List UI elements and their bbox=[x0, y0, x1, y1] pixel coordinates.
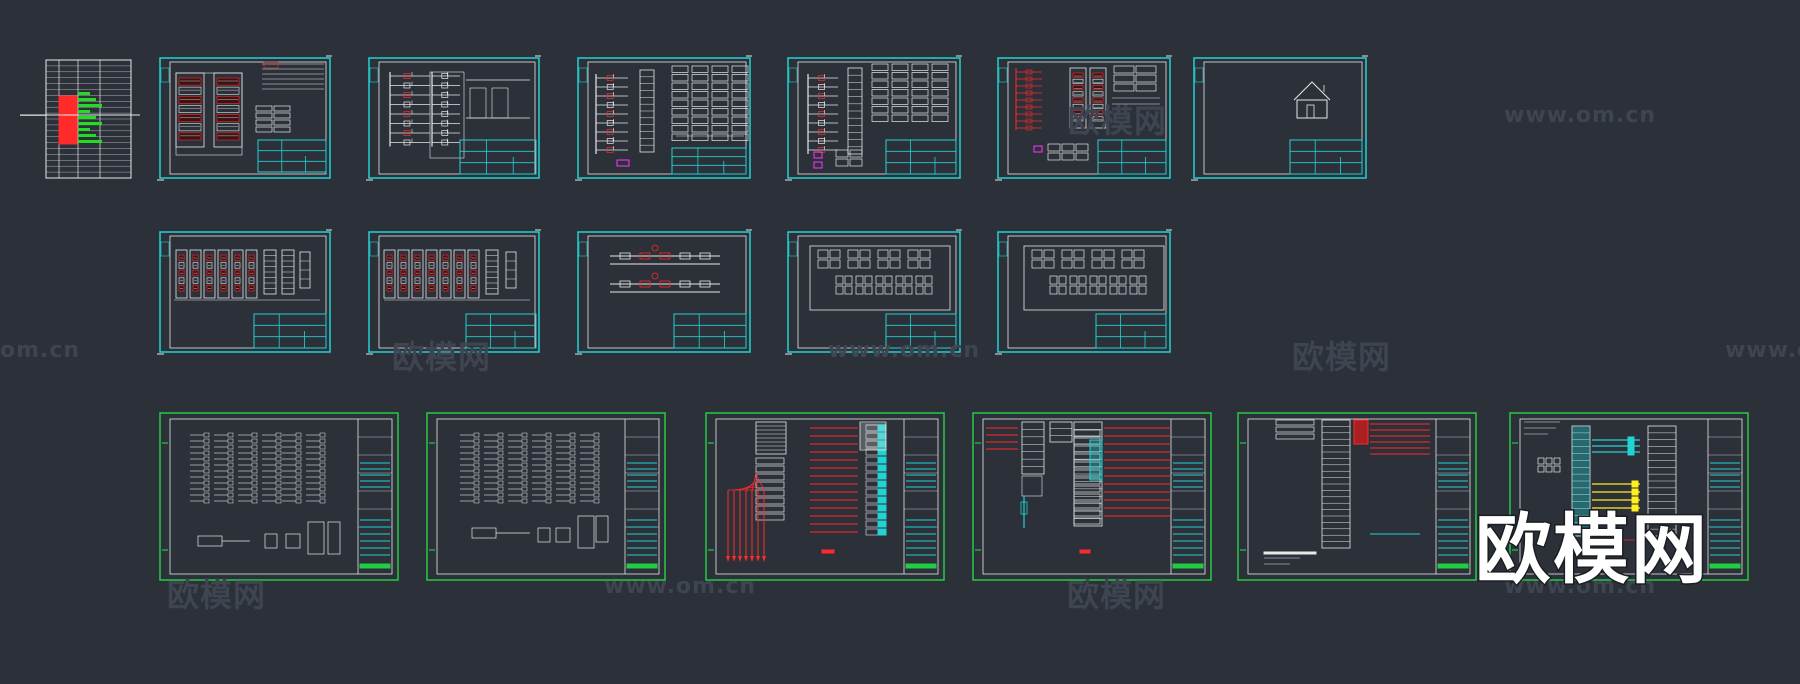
sheet-a3-system-1[interactable] bbox=[705, 412, 945, 581]
sheet-a3-system-2[interactable] bbox=[972, 412, 1212, 581]
sheet-a3-terminal-1[interactable] bbox=[159, 412, 399, 581]
sheet-site-plan[interactable] bbox=[1191, 55, 1368, 181]
sheet-control-circuit[interactable] bbox=[575, 229, 752, 355]
sheet-single-line-1[interactable] bbox=[366, 55, 541, 181]
sheet-single-line-2[interactable] bbox=[575, 55, 752, 181]
sheet-a3-system-4[interactable] bbox=[1509, 412, 1749, 581]
sheet-terminal-1[interactable] bbox=[157, 229, 332, 355]
sheet-terminal-2[interactable] bbox=[366, 229, 541, 355]
sheet-cover-list[interactable] bbox=[20, 59, 140, 179]
watermark-brand-large: 欧模网 bbox=[1474, 504, 1709, 596]
sheet-a3-system-3[interactable] bbox=[1237, 412, 1477, 581]
sheet-wiring-2[interactable] bbox=[995, 229, 1172, 355]
sheet-a3-terminal-2[interactable] bbox=[426, 412, 666, 581]
sheet-single-line-3[interactable] bbox=[785, 55, 962, 181]
sheet-wiring-1[interactable] bbox=[785, 229, 962, 355]
sheet-cabinet-layout[interactable] bbox=[157, 55, 332, 181]
sheet-single-line-4[interactable] bbox=[995, 55, 1172, 181]
